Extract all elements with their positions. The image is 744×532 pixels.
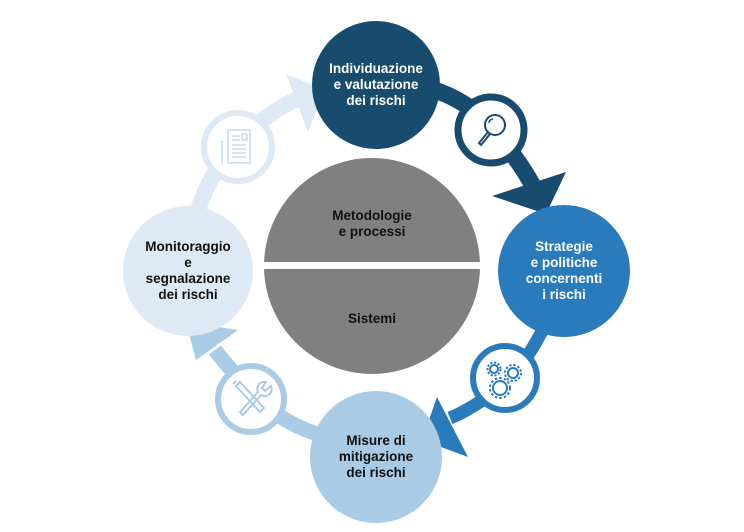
step1-circle — [312, 21, 440, 149]
step4-circle — [123, 206, 253, 336]
tools-icon — [232, 380, 273, 417]
step1-label-text: Individuazione e valutazione dei rischi — [329, 61, 423, 108]
center-bottom-label: Sistemi — [300, 308, 444, 330]
tools-node — [215, 363, 287, 435]
gears-icon — [486, 361, 522, 399]
center-top-label: Metodologie e processi — [300, 204, 444, 244]
gears-node — [470, 343, 540, 413]
document-node — [201, 110, 275, 184]
center-top-label-text: Metodologie e processi — [332, 208, 412, 239]
step3-circle — [310, 391, 442, 523]
step4-label-text: Monitoraggio e segnalazione dei rischi — [145, 239, 231, 302]
step2-circle — [498, 205, 630, 337]
center-bottom-label-text: Sistemi — [347, 311, 397, 326]
step3-label-text: Misure di mitigazione dei rischi — [338, 433, 414, 480]
center-divider — [260, 262, 484, 269]
step3-label: Misure di mitigazione dei rischi — [312, 425, 440, 489]
document-icon — [221, 129, 251, 165]
arrowhead-step1-to-step2 — [492, 172, 566, 214]
step4-label: Monitoraggio e segnalazione dei rischi — [122, 232, 254, 310]
magnifier-node — [454, 93, 528, 167]
step1-label: Individuazione e valutazione dei rischi — [312, 50, 440, 120]
step2-label-text: Strategie e politiche concernenti i risc… — [525, 239, 603, 302]
step2-label: Strategie e politiche concernenti i risc… — [498, 232, 630, 310]
magnifier-icon — [477, 114, 506, 147]
